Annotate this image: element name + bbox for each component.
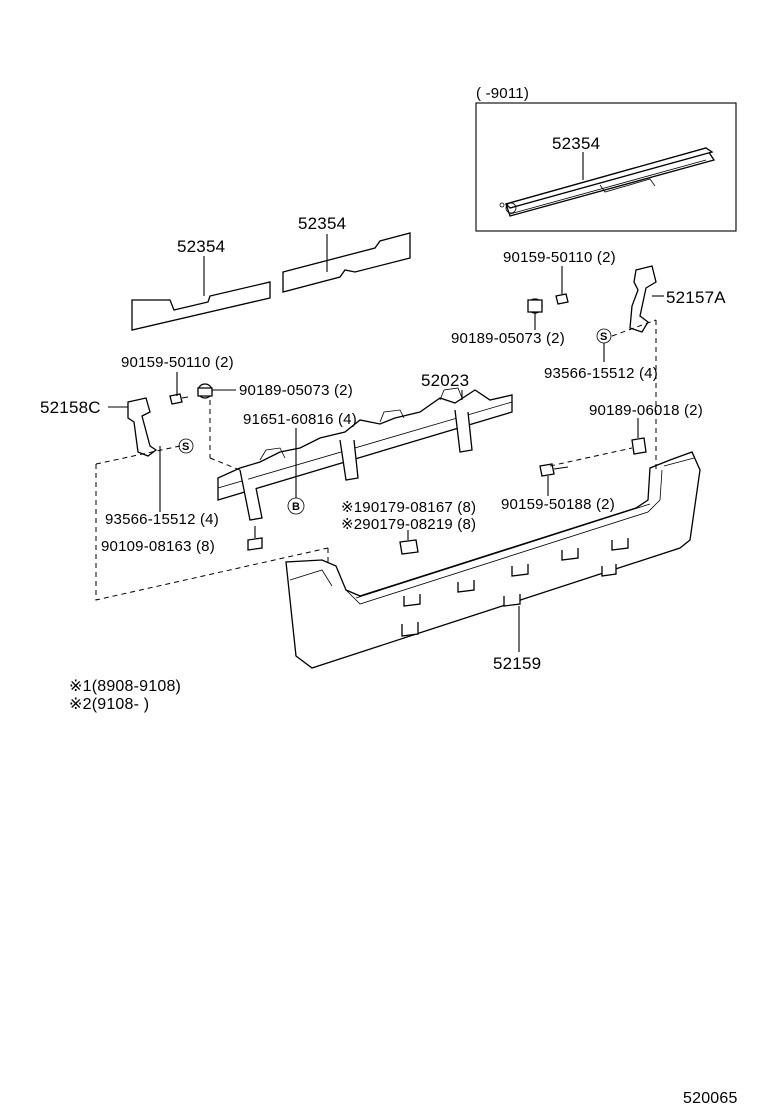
bolt-right-part <box>555 290 569 305</box>
callout-sticker-right: 52354 <box>298 214 347 233</box>
svg-text:S: S <box>182 441 189 453</box>
callout-bolt-right-sub: 93566-15512 (4) <box>544 365 658 382</box>
bolt-lower-part <box>247 526 263 551</box>
footnote-1: ※1(8908-9108) <box>69 678 182 695</box>
callout-nut-alt1: ※190179-08167 (8) <box>341 499 477 516</box>
callout-bumper-cover: 52159 <box>493 654 542 673</box>
callout-clip-right: 90189-05073 (2) <box>451 330 565 347</box>
bolt-bumper-part <box>539 463 569 477</box>
callout-nut-alt2: ※290179-08219 (8) <box>341 516 477 533</box>
callout-brace-left: 52158C <box>40 398 101 417</box>
clip-bumper-part <box>631 437 647 455</box>
callout-bolt-bumper: 90159-50188 (2) <box>501 496 615 513</box>
callout-bolt-right: 90159-50110 (2) <box>503 249 616 266</box>
sticker-left-part <box>131 281 271 331</box>
footnote-2: ※2(9108- ) <box>69 696 150 713</box>
diagram-code: 520065 <box>683 1090 738 1107</box>
inset-sticker-part <box>499 147 716 217</box>
clip-right-part <box>527 298 543 314</box>
svg-text:B: B <box>292 501 300 513</box>
callout-bolt-left-sub: 93566-15512 (4) <box>105 511 219 528</box>
reinforcement-part <box>217 387 513 521</box>
callout-bolt-left: 90159-50110 (2) <box>121 354 234 371</box>
s-mark-right: S <box>596 328 612 344</box>
bumper-cover-part <box>285 451 701 669</box>
inset-frame <box>475 102 737 232</box>
brace-left-part <box>127 397 158 457</box>
callout-bracket-bolt-mid: 91651-60816 (4) <box>243 411 357 428</box>
callout-clip-left: 90189-05073 (2) <box>239 382 353 399</box>
s-mark-left: S <box>178 438 194 454</box>
callout-sticker-left: 52354 <box>177 237 226 256</box>
inset-range-label: ( -9011) <box>476 85 530 102</box>
b-mark: B <box>287 497 305 515</box>
callout-brace-right: 52157A <box>666 288 726 307</box>
bolt-left-part <box>169 393 189 405</box>
clip-left-part <box>197 383 213 399</box>
callout-bolt-lower: 90109-08163 (8) <box>101 538 215 555</box>
callout-clip-bumper: 90189-06018 (2) <box>589 402 703 419</box>
sticker-right-part <box>282 232 411 293</box>
callout-sticker-inset: 52354 <box>552 134 601 153</box>
svg-text:S: S <box>600 331 607 343</box>
brace-right-part <box>629 265 657 333</box>
nut-part <box>399 539 419 555</box>
callout-reinforcement: 52023 <box>421 371 470 390</box>
